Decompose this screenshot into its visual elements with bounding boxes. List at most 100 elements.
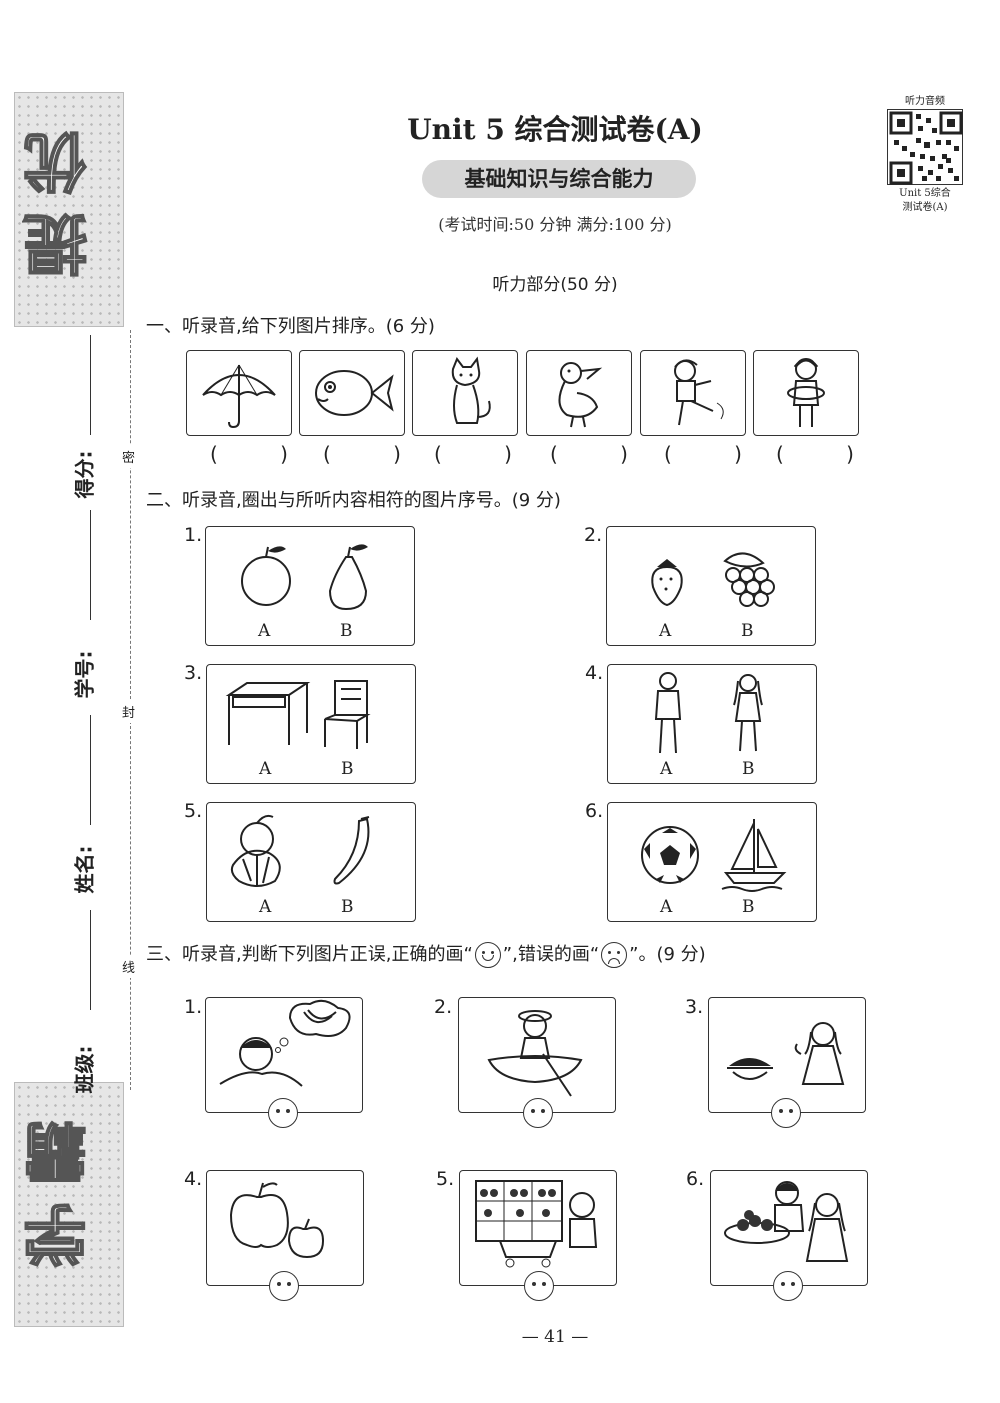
girl-watermelon-icon xyxy=(727,1022,845,1085)
student-number-line[interactable] xyxy=(90,510,91,620)
part3-heading: 三、听录音,判断下列图片正误,正确的画“ ”,错误的画“ ”。(9 分) xyxy=(146,940,706,968)
class-label: 班级: xyxy=(72,1045,97,1094)
part1-picture-6 xyxy=(753,350,859,436)
seal-char-mi: 密 xyxy=(122,445,136,468)
answer-blank-3[interactable]: ( ) xyxy=(434,442,540,466)
option-b-label[interactable]: B xyxy=(341,759,354,779)
chair-icon[interactable] xyxy=(324,680,371,749)
part2-choice-1: A B xyxy=(205,526,415,646)
student-number-label: 学号: xyxy=(72,650,97,699)
qr-code-icon[interactable] xyxy=(887,109,963,185)
option-b-label[interactable]: B xyxy=(340,621,353,641)
part1-picture-5 xyxy=(640,350,746,436)
answer-blank-6[interactable]: ( ) xyxy=(776,442,882,466)
apples-icon xyxy=(229,1182,325,1259)
qr-caption-line1: Unit 5综合 xyxy=(899,188,951,199)
seal-char-xian: 线 xyxy=(122,955,136,978)
girl-standing-icon[interactable] xyxy=(733,674,763,752)
part3-picture-5 xyxy=(459,1170,617,1301)
answer-face-2[interactable] xyxy=(523,1098,553,1128)
option-a-label[interactable]: A xyxy=(660,759,673,779)
part3-number-5: 5. xyxy=(436,1168,455,1190)
part1-picture-3 xyxy=(412,350,518,436)
seal-char-feng: 封 xyxy=(122,700,136,723)
score-label: 得分: xyxy=(72,450,97,499)
class-line[interactable] xyxy=(90,910,91,1010)
student-info-labels: 得分: 学号: 姓名: 班级: xyxy=(58,330,108,1094)
name-label: 姓名: xyxy=(72,845,97,894)
part2-number-6: 6. xyxy=(585,800,604,822)
answer-blank-2[interactable]: ( ) xyxy=(323,442,429,466)
exam-info: (考试时间:50 分钟 满分:100 分) xyxy=(438,215,672,234)
option-b-label[interactable]: B xyxy=(741,621,754,641)
part3-picture-6 xyxy=(710,1170,868,1301)
banner-bottom-text: 学霸 xyxy=(23,1102,99,1268)
part1-picture-4 xyxy=(526,350,632,436)
part3-number-2: 2. xyxy=(434,996,453,1018)
qr-caption-line2: 测试卷(A) xyxy=(902,202,948,213)
part2-choice-5: A B xyxy=(206,802,416,922)
part3-number-6: 6. xyxy=(686,1168,705,1190)
part1-heading: 一、听录音,给下列图片排序。(6 分) xyxy=(146,316,435,337)
option-a-label[interactable]: A xyxy=(659,621,672,641)
part2-choice-3: A B xyxy=(206,664,416,784)
part2-number-4: 4. xyxy=(585,662,604,684)
banana-icon[interactable] xyxy=(333,816,370,885)
part2-heading: 二、听录音,圈出与所听内容相符的图片序号。(9 分) xyxy=(146,490,561,511)
answer-face-5[interactable] xyxy=(524,1271,554,1301)
smiley-face-icon xyxy=(474,942,501,968)
name-line[interactable] xyxy=(90,715,91,825)
part3-heading-prefix: 三、听录音,判断下列图片正误,正确的画“ xyxy=(146,944,473,965)
option-b-label[interactable]: B xyxy=(742,897,755,917)
cat-icon xyxy=(451,356,491,424)
part2-number-1: 1. xyxy=(184,524,203,546)
answer-face-6[interactable] xyxy=(773,1271,803,1301)
option-a-label[interactable]: A xyxy=(660,897,673,917)
option-b-label[interactable]: B xyxy=(341,897,354,917)
option-b-label[interactable]: B xyxy=(742,759,755,779)
part3-picture-4 xyxy=(206,1170,364,1301)
part3-picture-2 xyxy=(458,997,616,1128)
part2-number-2: 2. xyxy=(584,524,603,546)
subtitle: 基础知识与综合能力 xyxy=(422,160,696,198)
orange-icon[interactable] xyxy=(230,814,281,887)
page-number: — 41 — xyxy=(521,1327,589,1347)
option-a-label[interactable]: A xyxy=(258,621,271,641)
part2-number-5: 5. xyxy=(184,800,203,822)
apple-icon[interactable] xyxy=(241,546,291,606)
answer-face-3[interactable] xyxy=(771,1098,801,1128)
part2-number-3: 3. xyxy=(184,662,203,684)
banner-top: 提优 xyxy=(14,92,124,327)
desk-icon[interactable] xyxy=(225,682,311,745)
boy-in-boat-icon xyxy=(487,1010,583,1097)
sailboat-icon[interactable] xyxy=(721,819,787,892)
man-icon[interactable] xyxy=(654,672,682,754)
answer-blank-5[interactable]: ( ) xyxy=(664,442,770,466)
option-a-label[interactable]: A xyxy=(259,897,272,917)
banner-bottom: 学霸 xyxy=(14,1082,124,1327)
fish-icon xyxy=(315,370,394,416)
boy-fruit-shop-icon xyxy=(475,1180,598,1268)
grapes-icon[interactable] xyxy=(723,552,775,607)
answer-blank-4[interactable]: ( ) xyxy=(550,442,656,466)
duck-icon xyxy=(558,362,603,428)
part3-number-1: 1. xyxy=(184,996,203,1018)
part3-heading-suffix: ”。(9 分) xyxy=(629,944,706,965)
part3-number-3: 3. xyxy=(685,996,704,1018)
part3-heading-mid: ”,错误的画“ xyxy=(502,944,600,965)
pear-icon[interactable] xyxy=(328,544,368,611)
umbrella-icon xyxy=(202,364,276,429)
answer-face-1[interactable] xyxy=(268,1098,298,1128)
score-line[interactable] xyxy=(90,335,91,435)
part1-picture-1 xyxy=(186,350,292,436)
football-icon[interactable] xyxy=(641,826,699,884)
answer-blank-1[interactable]: ( ) xyxy=(210,442,316,466)
part3-picture-3 xyxy=(708,997,866,1128)
option-a-label[interactable]: A xyxy=(259,759,272,779)
sad-face-icon xyxy=(601,942,628,968)
answer-face-4[interactable] xyxy=(269,1271,299,1301)
boy-thinking-bananas-icon xyxy=(219,999,351,1087)
strawberry-icon[interactable] xyxy=(651,559,683,607)
part3-number-4: 4. xyxy=(184,1168,203,1190)
part2-choice-2: A B xyxy=(606,526,816,646)
